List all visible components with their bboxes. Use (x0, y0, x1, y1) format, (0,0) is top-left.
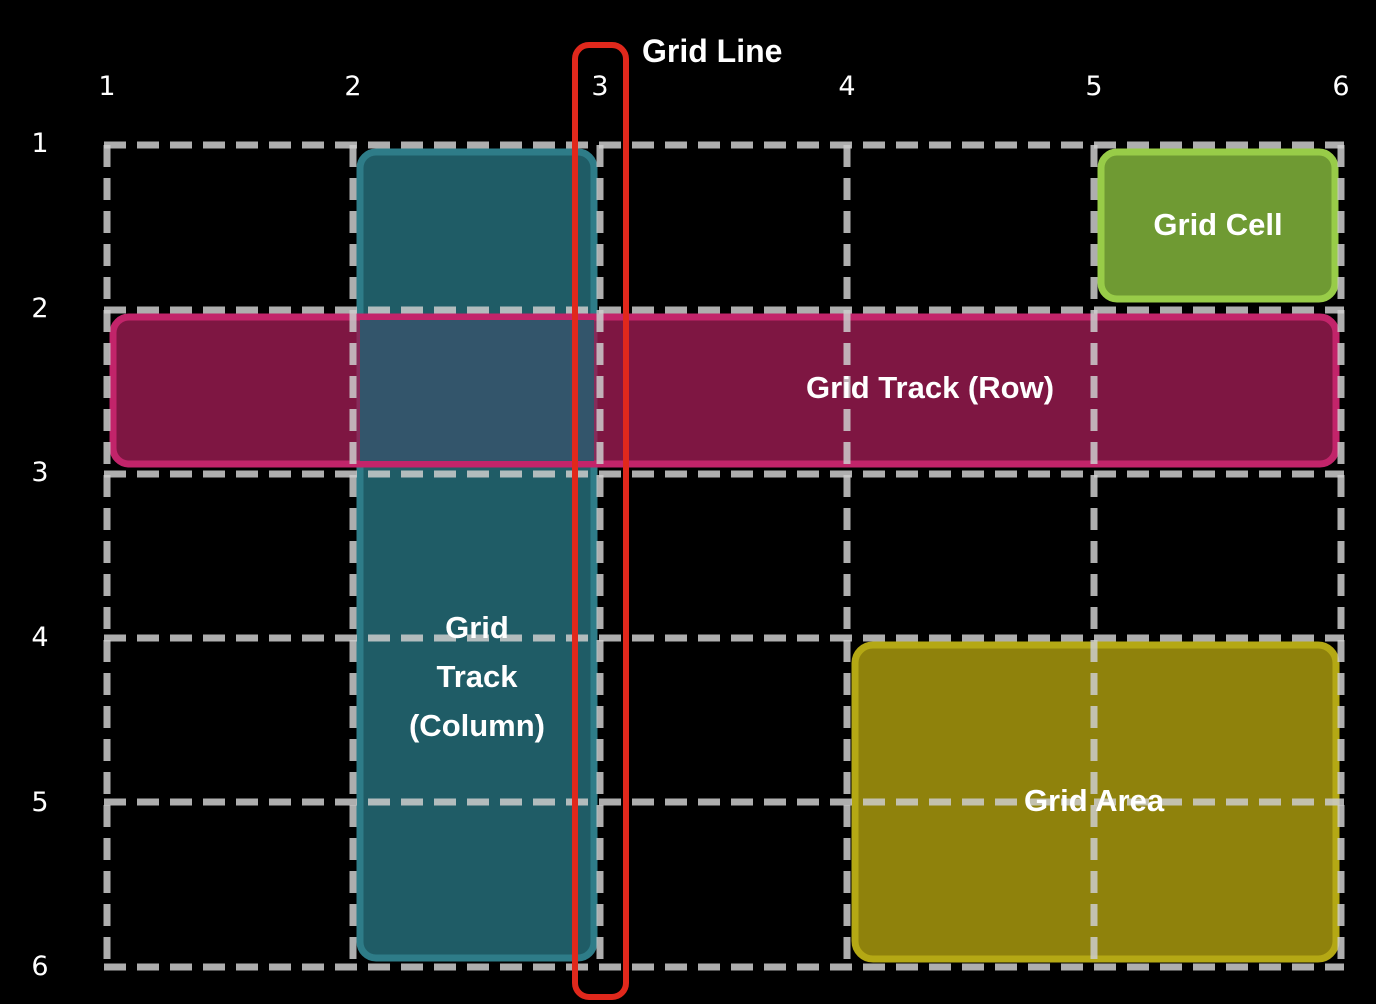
grid-lines (103, 141, 1345, 971)
row-line-number: 6 (31, 951, 48, 982)
column-line-number: 2 (344, 71, 361, 102)
grid-line-highlight (572, 42, 629, 1000)
row-line-number: 3 (31, 457, 48, 488)
column-line-numbers: 1 2 3 4 5 6 (98, 71, 1349, 102)
row-line-number: 5 (31, 787, 48, 818)
grid-area-label: Grid Area (1024, 783, 1165, 818)
column-line-number: 5 (1085, 71, 1102, 102)
grid-track-column-box (356, 148, 598, 962)
grid-track-row-box (109, 313, 1340, 468)
row-line-number: 4 (31, 622, 48, 653)
grid-track-column-label: Track (436, 659, 518, 694)
grid-track-column-label: Grid (445, 610, 509, 645)
column-line-number: 6 (1332, 71, 1349, 102)
grid-cell-box (1097, 148, 1339, 303)
row-line-number: 2 (31, 293, 48, 324)
grid-track-column-label: (Column) (409, 708, 545, 743)
row-line-numbers: 1 2 3 4 5 6 (31, 128, 48, 982)
grid-track-row-label: Grid Track (Row) (806, 370, 1054, 405)
row-line-number: 1 (31, 128, 48, 159)
column-line-number: 4 (838, 71, 855, 102)
column-line-number: 3 (591, 71, 608, 102)
column-line-number: 1 (98, 71, 115, 102)
grid-line-label: Grid Line (642, 33, 782, 69)
grid-cell-label: Grid Cell (1153, 207, 1282, 242)
track-overlap-tint (360, 320, 594, 461)
